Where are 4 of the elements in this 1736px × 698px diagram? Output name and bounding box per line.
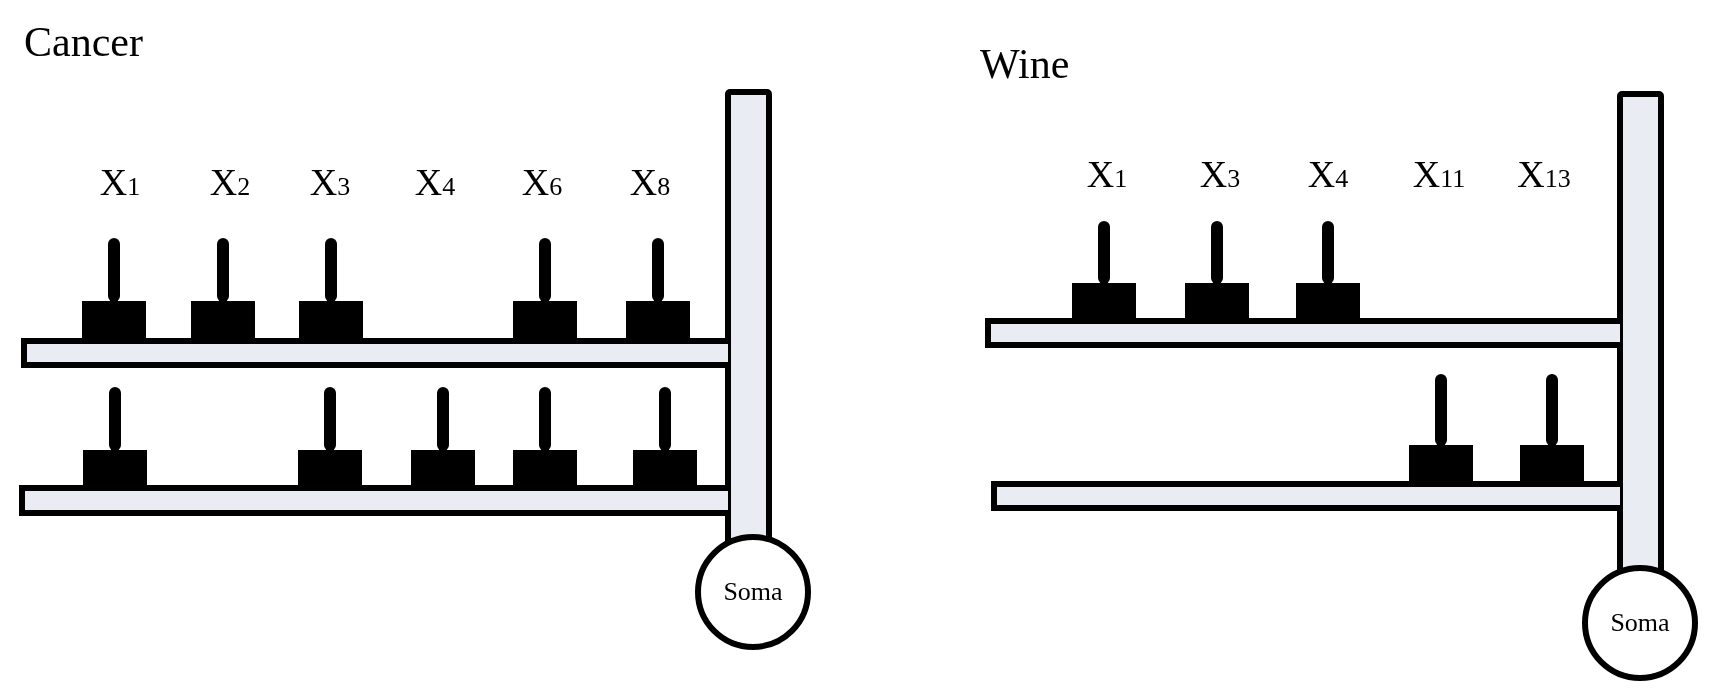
soma-label: Soma bbox=[1610, 608, 1670, 638]
panel-title: Cancer bbox=[24, 18, 143, 66]
panel-title: Wine bbox=[980, 40, 1070, 88]
soma-label: Soma bbox=[723, 577, 783, 607]
